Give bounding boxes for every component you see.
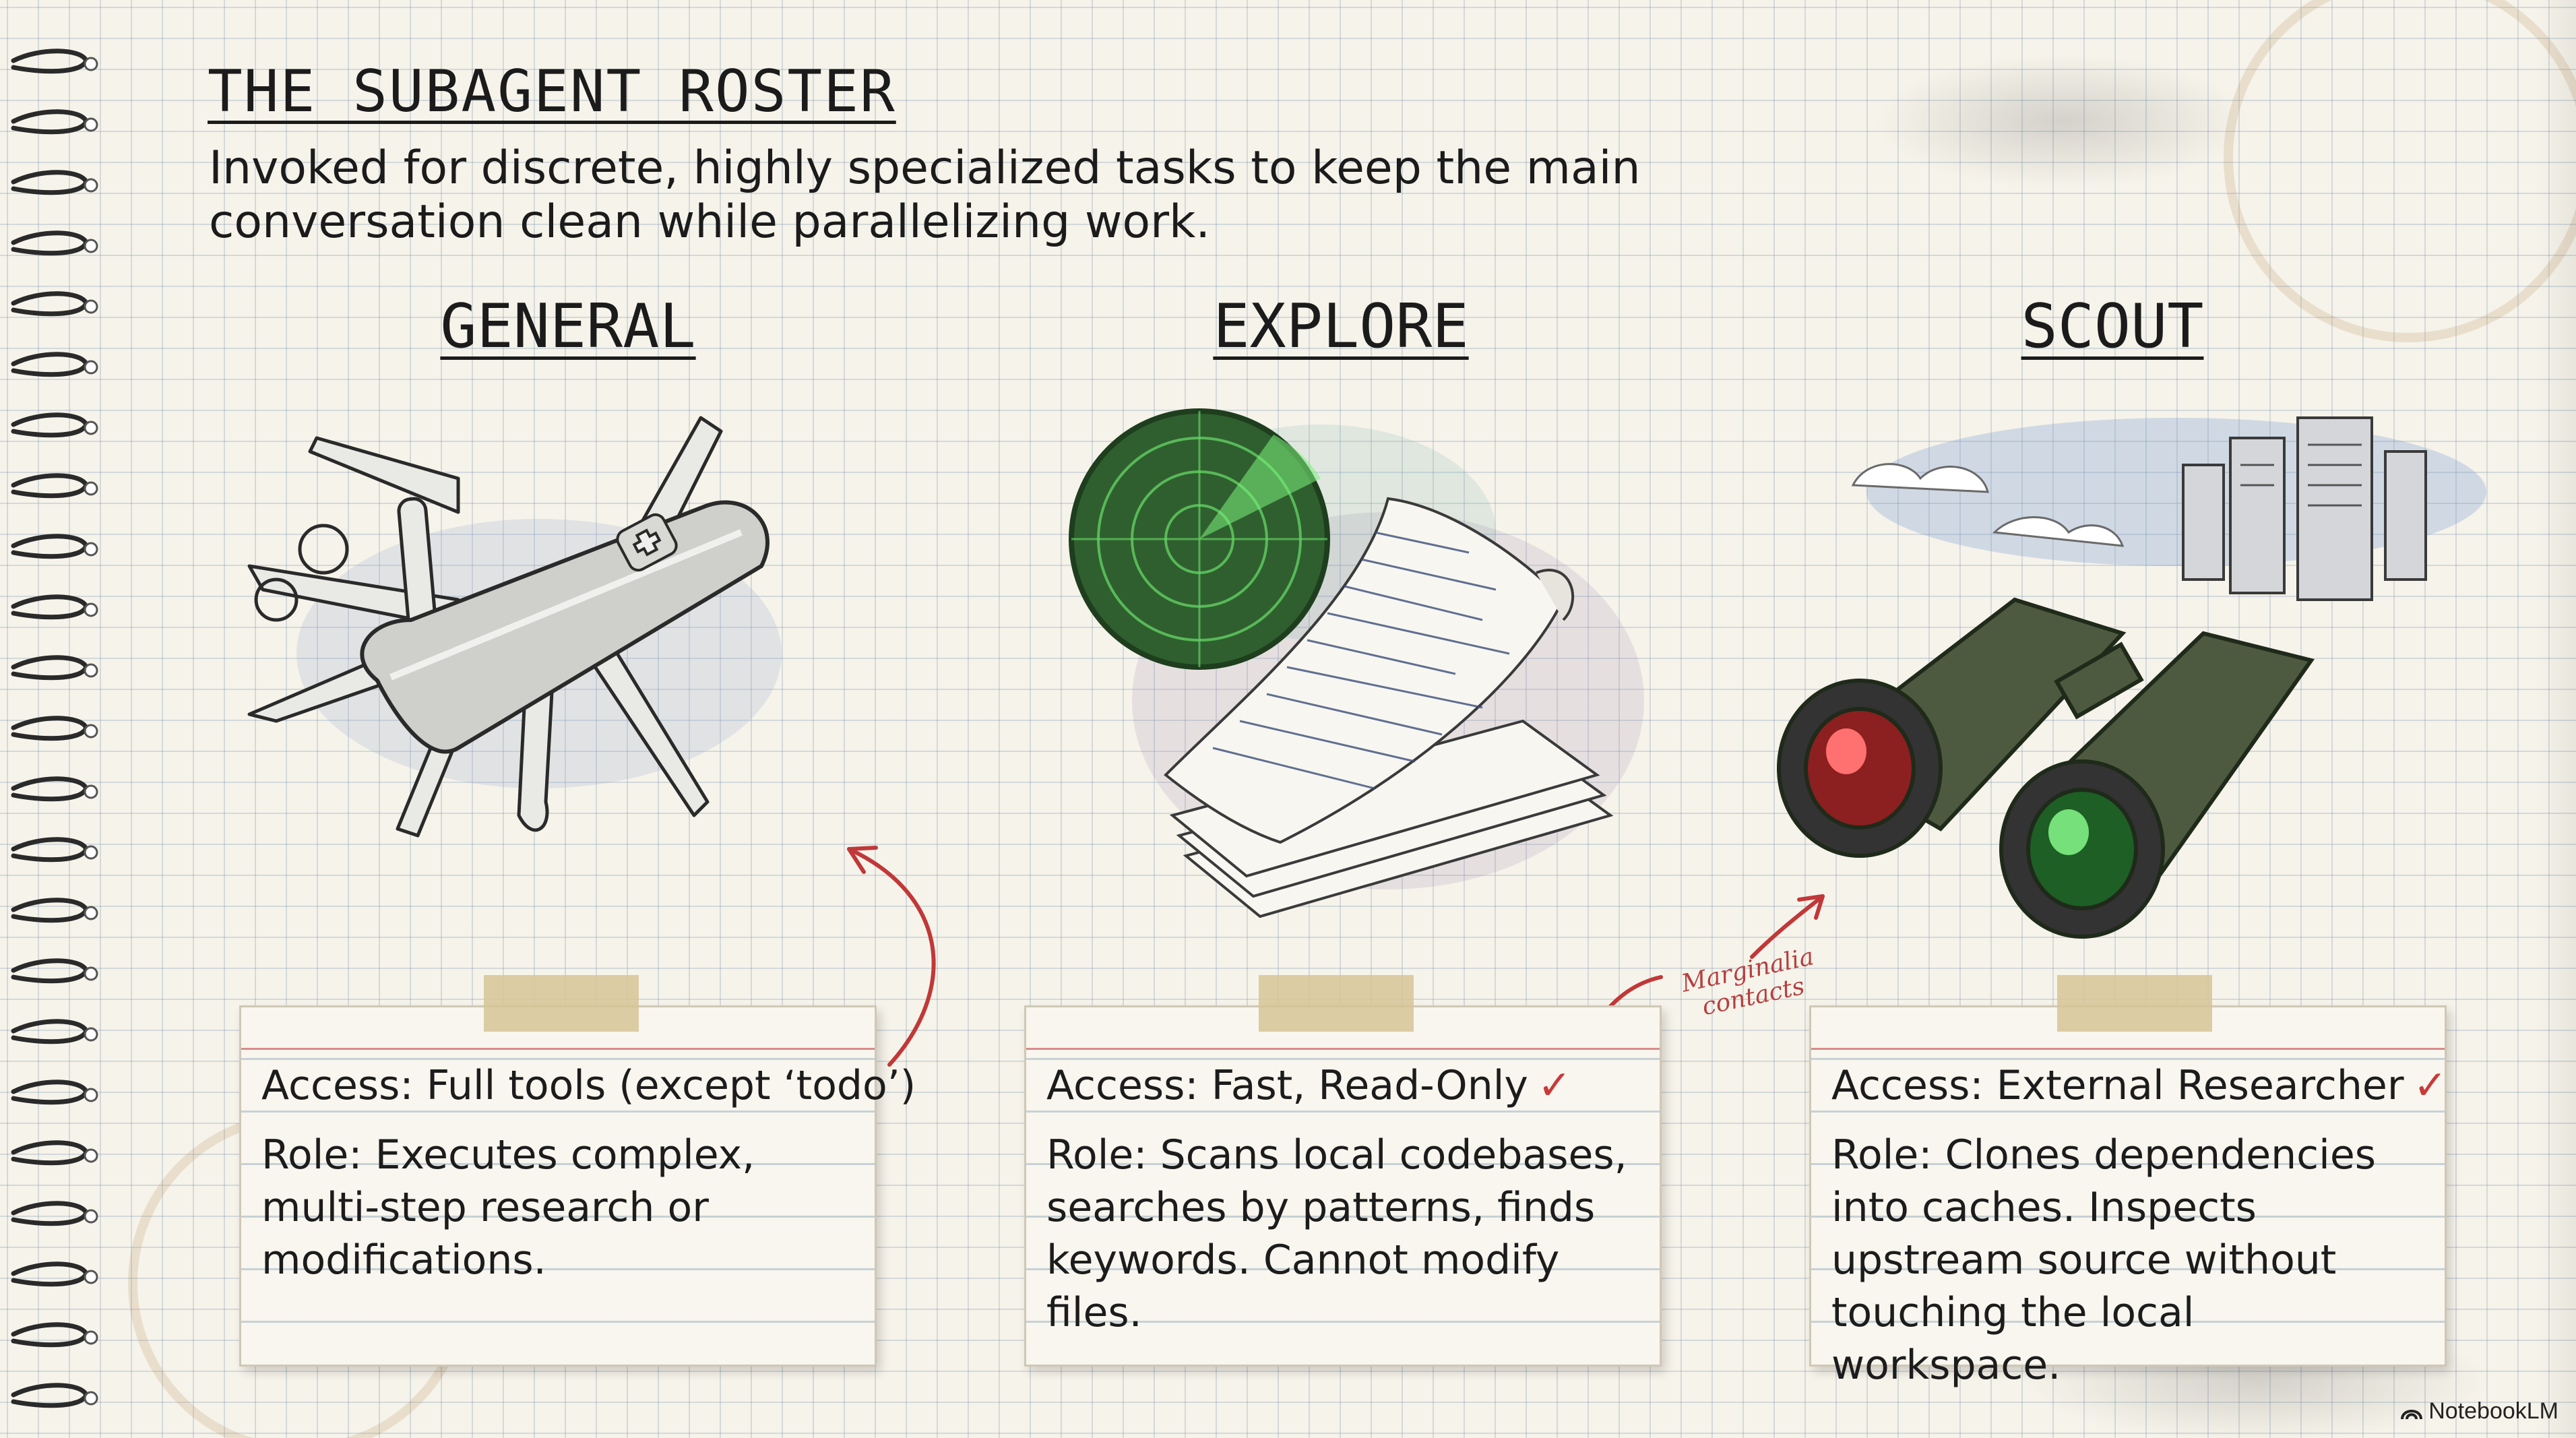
card-access-label: Access: External Researcher✓ [1831, 1062, 2447, 1109]
column-heading-explore: EXPLORE [1213, 291, 1469, 362]
spiral-binding [11, 49, 98, 1408]
tape-strip [484, 975, 639, 1032]
checkmark-icon: ✓ [2413, 1062, 2447, 1109]
page-subtitle: Invoked for discrete, highly specialized… [209, 142, 1641, 249]
pencil-smudge [1873, 54, 2251, 189]
notebooklm-logo-icon [2401, 1410, 2423, 1420]
checkmark-icon: ✓ [1537, 1062, 1572, 1109]
column-heading-scout: SCOUT [2021, 291, 2204, 362]
radar-code-pages-icon [1069, 408, 1644, 918]
card-explore: Access: Fast, Read-Only✓ Role: Scans loc… [1024, 975, 1662, 1367]
swiss-army-knife-icon [247, 416, 782, 838]
card-margin-line [1026, 1048, 1660, 1050]
page-title: THE SUBAGENT ROSTER [208, 58, 896, 125]
card-general: Access: Full tools (except ‘todo’) Role:… [239, 975, 916, 1367]
card-scout: Access: External Researcher✓ Role: Clone… [1809, 975, 2447, 1389]
page-edge [2536, 0, 2576, 1438]
card-margin-line [1811, 1048, 2445, 1050]
card-access-label: Access: Fast, Read-Only✓ [1046, 1062, 1572, 1109]
card-margin-line [241, 1048, 875, 1050]
tape-strip [2057, 975, 2212, 1032]
card-role-text: Role: Scans local codebases, searches by… [1046, 1131, 1627, 1336]
card-role-text: Role: Executes complex, multi-step resea… [261, 1131, 755, 1284]
brand-watermark: NotebookLM [2400, 1398, 2558, 1425]
column-heading-general: GENERAL [440, 291, 696, 362]
brand-label: NotebookLM [2428, 1398, 2558, 1424]
binoculars-servers-icon [1777, 416, 2486, 939]
tape-strip [1259, 975, 1414, 1032]
card-role-text: Role: Clones dependencies into caches. I… [1831, 1131, 2377, 1389]
card-access-label: Access: Full tools (except ‘todo’) [261, 1062, 916, 1109]
